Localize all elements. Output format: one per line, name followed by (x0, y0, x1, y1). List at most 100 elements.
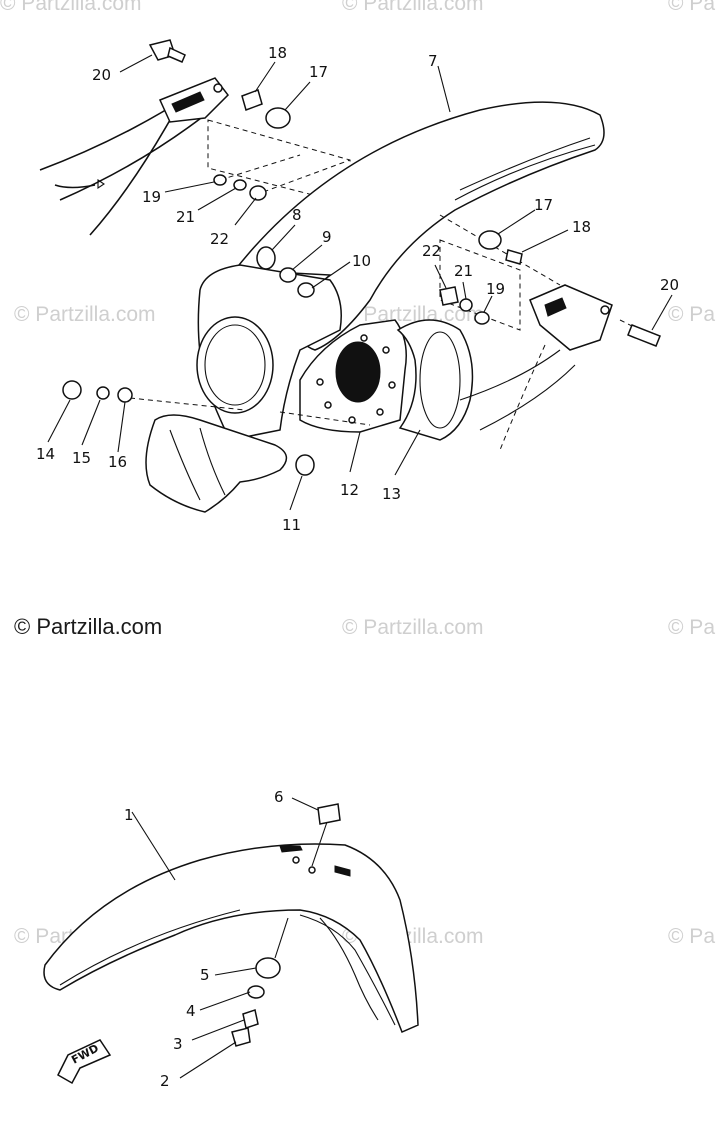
guide-line-19 (219, 154, 301, 181)
grommet-17-left (265, 107, 291, 129)
front-fender-edge-line (59, 909, 241, 986)
washer-16 (117, 387, 133, 403)
leader-6 (291, 797, 319, 811)
callout-7: 7 (428, 52, 438, 70)
gasket-hole-1 (316, 378, 324, 386)
front-fender-hole-1 (292, 856, 300, 864)
watermark-right-2: © Pa (668, 616, 715, 639)
callout-19-left: 19 (142, 188, 161, 206)
guide-line-12 (279, 411, 371, 426)
leader-14 (47, 399, 71, 443)
watermark-top-right: © Pa (668, 0, 715, 15)
callout-16: 16 (108, 453, 127, 471)
leader-5-fender (274, 917, 289, 959)
bolt-6-head (317, 803, 341, 825)
right-stay-hole (600, 305, 610, 315)
callout-11: 11 (282, 516, 301, 534)
bolt-20-left-shank (167, 46, 186, 63)
washer-15 (96, 386, 110, 400)
front-fender-hole-2 (308, 866, 316, 874)
callout-14: 14 (36, 445, 55, 463)
leader-5 (214, 967, 257, 976)
frame-line-right-dash (499, 344, 546, 451)
callout-4: 4 (186, 1002, 196, 1020)
callout-8: 8 (292, 206, 302, 224)
callout-22-right: 22 (422, 242, 441, 260)
callout-numbers: 20 18 17 7 19 21 22 8 9 10 17 18 22 21 1… (36, 44, 679, 1090)
leader-17-left (284, 81, 311, 111)
seal-ring (396, 319, 474, 441)
mudflap (145, 414, 288, 513)
leader-13 (394, 429, 421, 476)
rear-fender-assembly (39, 39, 661, 513)
watermark-mid-center: © Partzilla.com (342, 303, 484, 326)
bolt-14 (62, 380, 82, 400)
callout-21-right: 21 (454, 262, 473, 280)
bolt-8 (256, 246, 276, 270)
mudflap-line-2 (199, 427, 226, 496)
collar-18-right (505, 249, 523, 265)
gasket-plate-opening (335, 341, 381, 403)
inner-fender-opening-inner (204, 324, 266, 406)
frame-line-left-b (59, 114, 206, 201)
leader-2 (179, 1041, 237, 1079)
frame-line-left-d (89, 119, 171, 236)
callout-2: 2 (160, 1072, 170, 1090)
leader-20-right (651, 294, 673, 331)
leader-7 (437, 65, 451, 113)
leader-15 (81, 399, 101, 446)
washer-19-left (213, 174, 227, 186)
callout-21-left: 21 (176, 208, 195, 226)
callout-15: 15 (72, 449, 91, 467)
frame-line-left-c (54, 184, 96, 189)
front-fender-shell (43, 843, 419, 1034)
inner-fender-opening-outer (196, 316, 274, 414)
callout-6: 6 (274, 788, 284, 806)
watermark-center-2: © Partzilla.com (342, 616, 484, 639)
leader-10 (311, 261, 351, 289)
front-fender-mount-mark (279, 845, 303, 853)
callout-20-right: 20 (660, 276, 679, 294)
leader-1 (131, 811, 176, 881)
leader-19-left (164, 181, 215, 193)
washer-10 (297, 282, 315, 298)
gasket-hole-5 (388, 381, 396, 389)
grommet-11 (295, 454, 315, 476)
leader-18-left (254, 61, 276, 93)
frame-line-right-a (459, 349, 561, 401)
bolt-6-shaft (311, 821, 328, 867)
watermark-layer: © Partzilla.com © Partzilla.com © Pa © P… (0, 0, 715, 948)
callout-17-left: 17 (309, 63, 328, 81)
gasket-hole-2 (324, 401, 332, 409)
leader-17-right (497, 209, 536, 235)
leader-11 (289, 475, 303, 511)
watermark-mid-left: © Partzilla.com (14, 303, 156, 326)
washer-9 (279, 267, 297, 283)
guide-line-14 (129, 397, 246, 411)
right-stay-detail (544, 297, 567, 317)
watermark-top-left: © Partzilla.com (0, 0, 142, 15)
leader-22-left (234, 197, 257, 226)
gasket-hole-6 (382, 346, 390, 354)
right-fender-stay (529, 284, 613, 351)
left-stay-detail (171, 91, 205, 113)
leader-22-right (434, 264, 447, 289)
leader-21-left (197, 187, 237, 211)
nut-22-left (249, 185, 267, 201)
leader-8 (271, 224, 296, 251)
bolt-2 (231, 1027, 251, 1047)
callout-18-right: 18 (572, 218, 591, 236)
callout-13: 13 (382, 485, 401, 503)
front-fender-inner-line-2 (319, 917, 379, 1021)
washer-19-right (474, 311, 490, 325)
grommet-5 (255, 957, 281, 979)
watermark-prominent: © Partzilla.com (14, 614, 162, 639)
watermark-mid-right: © Pa (668, 303, 715, 326)
callout-3: 3 (173, 1035, 183, 1053)
watermark-top-center: © Partzilla.com (342, 0, 484, 15)
rear-fender-rim-line (454, 144, 596, 201)
callout-9: 9 (322, 228, 332, 246)
callout-20-left: 20 (92, 66, 111, 84)
lockwasher-21-right (459, 298, 473, 312)
